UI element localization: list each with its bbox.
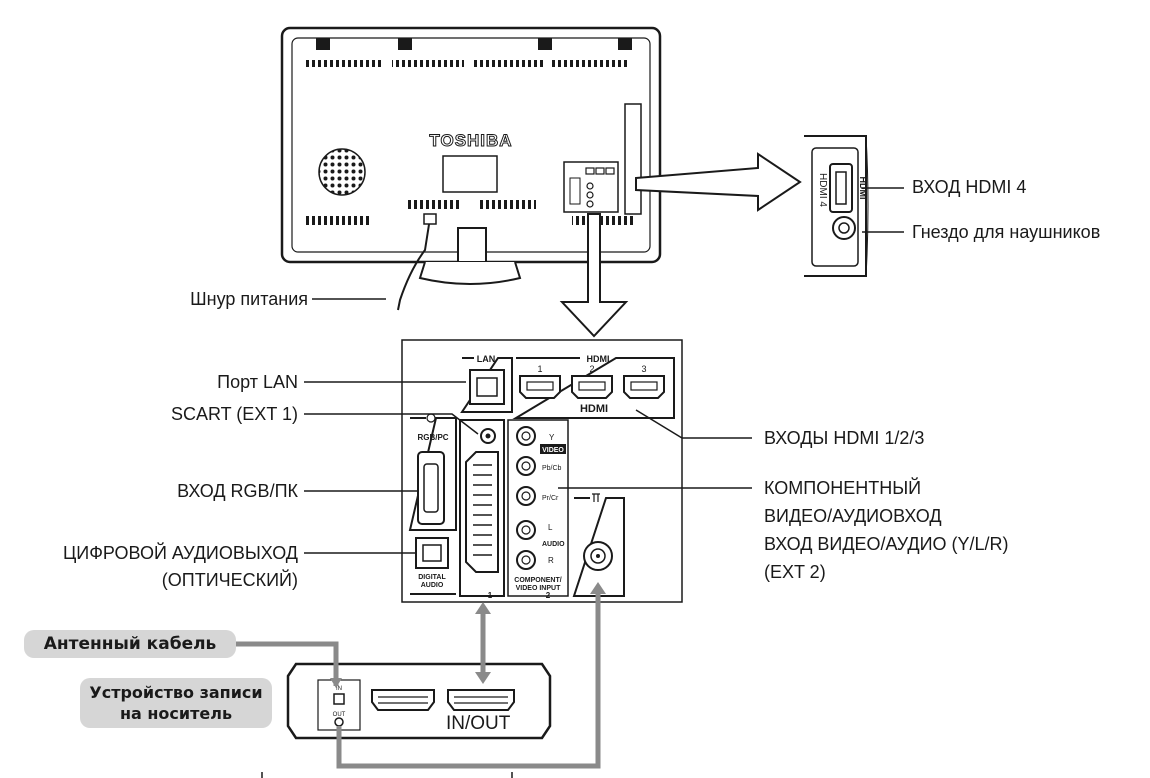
hdmi-2-number: 2 — [589, 364, 594, 374]
panel-audio-l-text: L — [548, 523, 553, 532]
side-panel-detail: HDMI 4 HDMI — [804, 135, 869, 277]
component-label-1: КОМПОНЕНТНЫЙ — [764, 478, 922, 498]
rgb-pc-port — [417, 451, 445, 525]
panel-ext1-text: 1 — [488, 591, 493, 600]
panel-component-1: COMPONENT/ — [514, 577, 562, 584]
lan-port-label: Порт LAN — [217, 372, 298, 392]
hdmi-123-label: ВХОДЫ HDMI 1/2/3 — [764, 428, 925, 448]
panel-rgb-pc-text: RGB/PC — [417, 433, 448, 442]
antenna-cable-label: Антенный кабель — [24, 630, 236, 658]
recorder-scart-1 — [371, 689, 435, 711]
power-cord-label: Шнур питания — [190, 289, 308, 309]
side-hdmi4-text: HDMI 4 — [817, 173, 828, 207]
recorder-in-text: IN — [336, 686, 342, 692]
panel-digital-audio-1: DIGITAL — [418, 574, 446, 581]
lan-port — [469, 369, 505, 405]
panel-pr-cr-text: Pr/Cr — [542, 495, 559, 502]
side-panel-arrow — [635, 152, 802, 212]
audio-r-jack — [516, 550, 536, 570]
panel-hdmi-logo: HDMI — [580, 403, 608, 415]
panel-arrow — [559, 213, 629, 338]
digital-audio-label-2: (ОПТИЧЕСКИЙ) — [161, 570, 298, 590]
digital-audio-port — [415, 537, 449, 569]
antenna-loop-cable — [336, 588, 601, 769]
recorder-scart-2 — [447, 689, 515, 711]
cables — [234, 588, 601, 769]
component-label-4: (EXT 2) — [764, 562, 826, 582]
digital-audio-label-1: ЦИФРОВОЙ АУДИОВЫХОД — [62, 543, 298, 563]
panel-audio-r-text: R — [548, 556, 554, 565]
panel-digital-audio-2: AUDIO — [421, 582, 444, 589]
panel-audio-text: AUDIO — [542, 541, 565, 548]
hdmi-2-port — [571, 375, 613, 399]
scart-label: SCART (EXT 1) — [170, 404, 298, 424]
tv-rear-view: TOSHIBA — [280, 26, 662, 311]
panel-ext2-text: 2 — [546, 591, 551, 600]
hdmi-3-port — [623, 375, 665, 399]
tv-brand-logo: TOSHIBA — [429, 131, 512, 150]
recorder-out-text: OUT — [333, 712, 346, 718]
audio-l-jack — [516, 520, 536, 540]
panel-pb-cb-text: Pb/Cb — [542, 465, 562, 472]
hdmi-1-port — [519, 375, 561, 399]
headphones-label: Гнездо для наушников — [912, 222, 1101, 242]
hdmi-3-number: 3 — [641, 364, 646, 374]
panel-lan-text: LAN — [477, 354, 496, 364]
panel-video-text: VIDEO — [542, 447, 564, 454]
panel-hdmi-header: HDMI — [587, 354, 610, 364]
hdmi-1-number: 1 — [537, 364, 542, 374]
in-out-label: IN/OUT — [446, 713, 511, 734]
recorder-label-line2: на носитель — [119, 704, 233, 723]
connector-panel: LAN HDMI 1 2 3 HDMI RGB/PC DIGITAL AUDIO — [401, 339, 683, 603]
panel-component-2: VIDEO INPUT — [516, 585, 561, 592]
panel-leaders — [304, 381, 752, 554]
pr-cr-jack — [516, 486, 536, 506]
y-jack — [516, 426, 536, 446]
recorder-device: IN OUT — [286, 662, 552, 740]
antenna-cable — [234, 641, 339, 686]
rgb-pc-label: ВХОД RGB/ПК — [177, 481, 298, 501]
pb-cb-jack — [516, 456, 536, 476]
recorder-label: Устройство записи на носитель — [80, 678, 272, 728]
recorder-label-line1: Устройство записи — [89, 683, 263, 702]
scart-port — [465, 451, 499, 573]
hdmi4-label: ВХОД HDMI 4 — [912, 177, 1027, 197]
panel-y-text: Y — [549, 433, 555, 442]
component-label-2: ВИДЕО/АУДИОВХОД — [764, 506, 942, 526]
component-label-3: ВХОД ВИДЕО/АУДИО (Y/L/R) — [764, 534, 1009, 554]
